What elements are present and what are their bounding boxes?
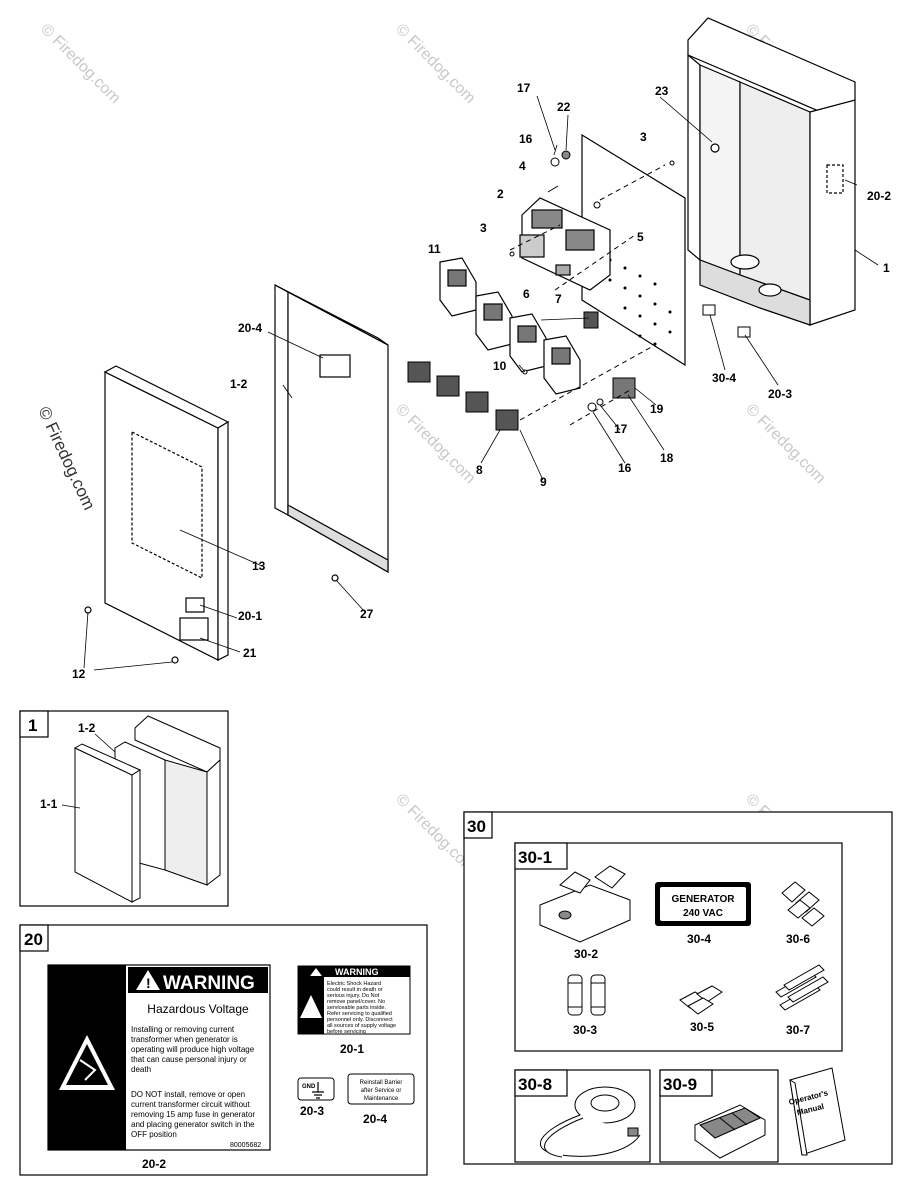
callout-16: 16 <box>618 461 632 475</box>
warning-body-line: operating will produce high voltage <box>131 1045 255 1054</box>
callout-2: 2 <box>497 187 504 201</box>
label-30-3: 30-3 <box>573 1023 597 1037</box>
watermark: © Firedog.com <box>37 21 123 107</box>
box-20: 20 ! WARNING Hazardous Voltage Installin… <box>19 924 428 1176</box>
box-1: 1 1-2 1-1 <box>19 710 229 907</box>
watermark: © Firedog.com <box>392 21 478 107</box>
callout-22: 22 <box>557 100 571 114</box>
label-30-2: 30-2 <box>574 947 598 961</box>
callout-13: 13 <box>252 559 266 573</box>
label-30-7: 30-7 <box>786 1023 810 1037</box>
small-warning-line: serviceable parts inside. <box>327 1005 386 1011</box>
warning-body-line: current transformer circuit without <box>131 1100 250 1109</box>
callout-20-2: 20-2 <box>867 189 891 203</box>
generator-text: GENERATOR <box>672 894 736 905</box>
callout-6: 6 <box>523 287 530 301</box>
warning-body-line: OFF position <box>131 1130 177 1139</box>
small-warning-line: serious injury. Do Not <box>327 993 380 999</box>
callout-10: 10 <box>493 359 507 373</box>
warning-body-line: removing 15 amp fuse in generator <box>131 1110 255 1119</box>
label-20-1: 20-1 <box>340 1042 364 1056</box>
small-parts <box>509 150 751 412</box>
label-20-4: 20-4 <box>363 1112 387 1126</box>
warning-body-line: DO NOT install, remove or open <box>131 1090 245 1099</box>
box-30-1-number: 30-1 <box>518 848 552 867</box>
callout-20-4: 20-4 <box>238 321 262 335</box>
small-warning-line: all sources of supply voltage <box>327 1023 396 1029</box>
callout-4: 4 <box>519 159 526 173</box>
box-20-number: 20 <box>24 930 43 949</box>
callout-27: 27 <box>360 607 374 621</box>
callout-1: 1 <box>883 261 890 275</box>
small-warning-line: could result in death or <box>327 987 383 993</box>
warning-body-line: death <box>131 1065 151 1074</box>
callout-18: 18 <box>660 451 674 465</box>
svg-text:!: ! <box>146 975 151 991</box>
box-30-number: 30 <box>467 817 486 836</box>
callout-17: 17 <box>517 81 531 95</box>
box-30-8-number: 30-8 <box>518 1075 552 1094</box>
warning-code: 80005682 <box>230 1142 261 1149</box>
gnd-text: GND <box>302 1084 316 1090</box>
box-1-number: 1 <box>28 716 37 735</box>
warning-title: WARNING <box>163 973 255 994</box>
dashed-leaders <box>509 164 666 426</box>
barrier-cover <box>274 283 389 582</box>
callout-labels: 17 22 16 3 23 4 2 20-2 5 3 11 1 7 6 20-4… <box>72 81 891 681</box>
enclosure-box <box>687 17 856 326</box>
terminal-blocks <box>407 311 636 431</box>
callout-leaders <box>83 95 879 671</box>
label-30-6: 30-6 <box>786 932 810 946</box>
voltage-text: 240 VAC <box>683 908 723 919</box>
label-30-4: 30-4 <box>687 932 711 946</box>
small-warning-line: Electric Shock Hazard <box>327 981 381 987</box>
box-1-label-1-1: 1-1 <box>40 797 58 811</box>
callout-30-4: 30-4 <box>712 371 736 385</box>
watermark: © Firedog.com <box>34 404 98 513</box>
small-warning-line: remove panel/cover. No <box>327 999 385 1005</box>
warning-body-line: Installing or removing current <box>131 1025 235 1034</box>
label-20-3: 20-3 <box>300 1104 324 1118</box>
callout-19: 19 <box>650 402 664 416</box>
warning-body-line: and placing generator switch in the <box>131 1120 255 1129</box>
box-30: 30 30-1 30-2 GENERATOR 240 VAC 30-4 30-6 <box>463 811 893 1165</box>
callout-3: 3 <box>480 221 487 235</box>
small-warning-line: Refer servicing to qualified <box>327 1011 392 1017</box>
label-20-2: 20-2 <box>142 1157 166 1171</box>
watermark: © Firedog.com <box>392 401 478 487</box>
warning-body-line: that can cause personal injury or <box>131 1055 247 1064</box>
hazard-text: Hazardous Voltage <box>147 1002 249 1016</box>
reinstall-line: Reinstall Barrier <box>360 1080 403 1086</box>
reinstall-line: after Service or <box>361 1088 402 1094</box>
small-warning-line: before servicing <box>327 1029 366 1035</box>
fuse-holders <box>439 257 581 395</box>
callout-9: 9 <box>540 475 547 489</box>
callout-8: 8 <box>476 463 483 477</box>
small-warning-title: WARNING <box>335 967 379 977</box>
callout-21: 21 <box>243 646 257 660</box>
box-1-label-1-2: 1-2 <box>78 721 96 735</box>
callout-11: 11 <box>428 242 441 256</box>
callout-20-3: 20-3 <box>768 387 792 401</box>
callout-12: 12 <box>72 667 86 681</box>
mounting-panel <box>581 133 686 367</box>
front-cover <box>84 365 230 664</box>
box-30-9-number: 30-9 <box>663 1075 697 1094</box>
label-30-5: 30-5 <box>690 1020 714 1034</box>
callout-23: 23 <box>655 84 669 98</box>
callout-16: 16 <box>519 132 533 146</box>
small-warning-line: personnel only. Disconnect <box>327 1017 393 1023</box>
callout-5: 5 <box>637 230 644 244</box>
callout-17: 17 <box>614 422 628 436</box>
callout-3: 3 <box>640 130 647 144</box>
warning-body-line: transformer when generator is <box>131 1035 238 1044</box>
callout-7: 7 <box>555 292 562 306</box>
watermark: © Firedog.com <box>742 401 828 487</box>
callout-1-2: 1-2 <box>230 377 248 391</box>
callout-20-1: 20-1 <box>238 609 262 623</box>
reinstall-line: Maintenance <box>364 1096 399 1102</box>
